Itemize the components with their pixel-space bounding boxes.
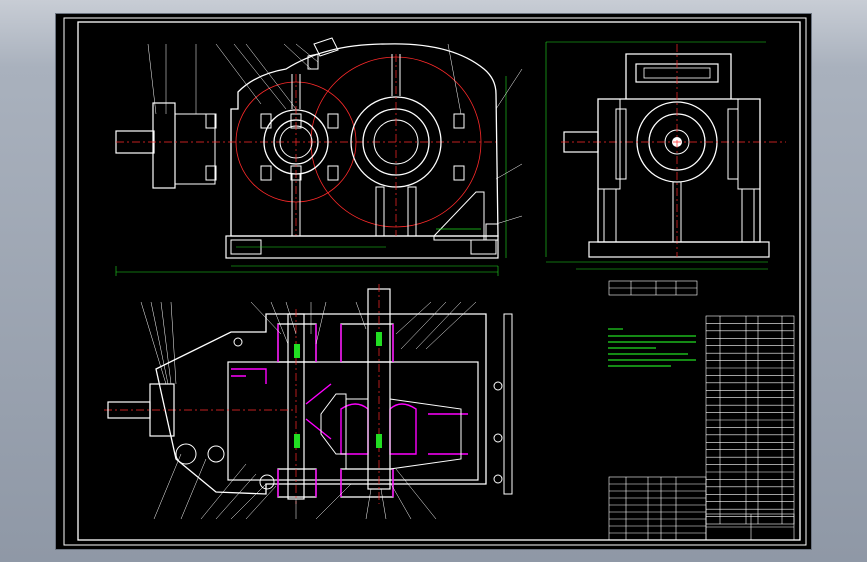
gearbox-assembly-drawing [63,17,807,546]
cad-drawing-viewport[interactable] [55,13,812,550]
technical-notes [608,328,696,367]
gear-param-table [608,280,698,296]
bearing-cap-left [152,102,176,189]
drawing-inner-border [77,21,801,541]
drawing-outer-border [63,17,807,546]
top-section-view[interactable] [104,284,513,520]
front-view[interactable] [115,37,523,276]
parts-list [705,315,795,525]
side-view[interactable] [545,41,786,296]
housing-section [155,313,487,495]
title-block [608,476,795,541]
housing-body [230,43,499,237]
